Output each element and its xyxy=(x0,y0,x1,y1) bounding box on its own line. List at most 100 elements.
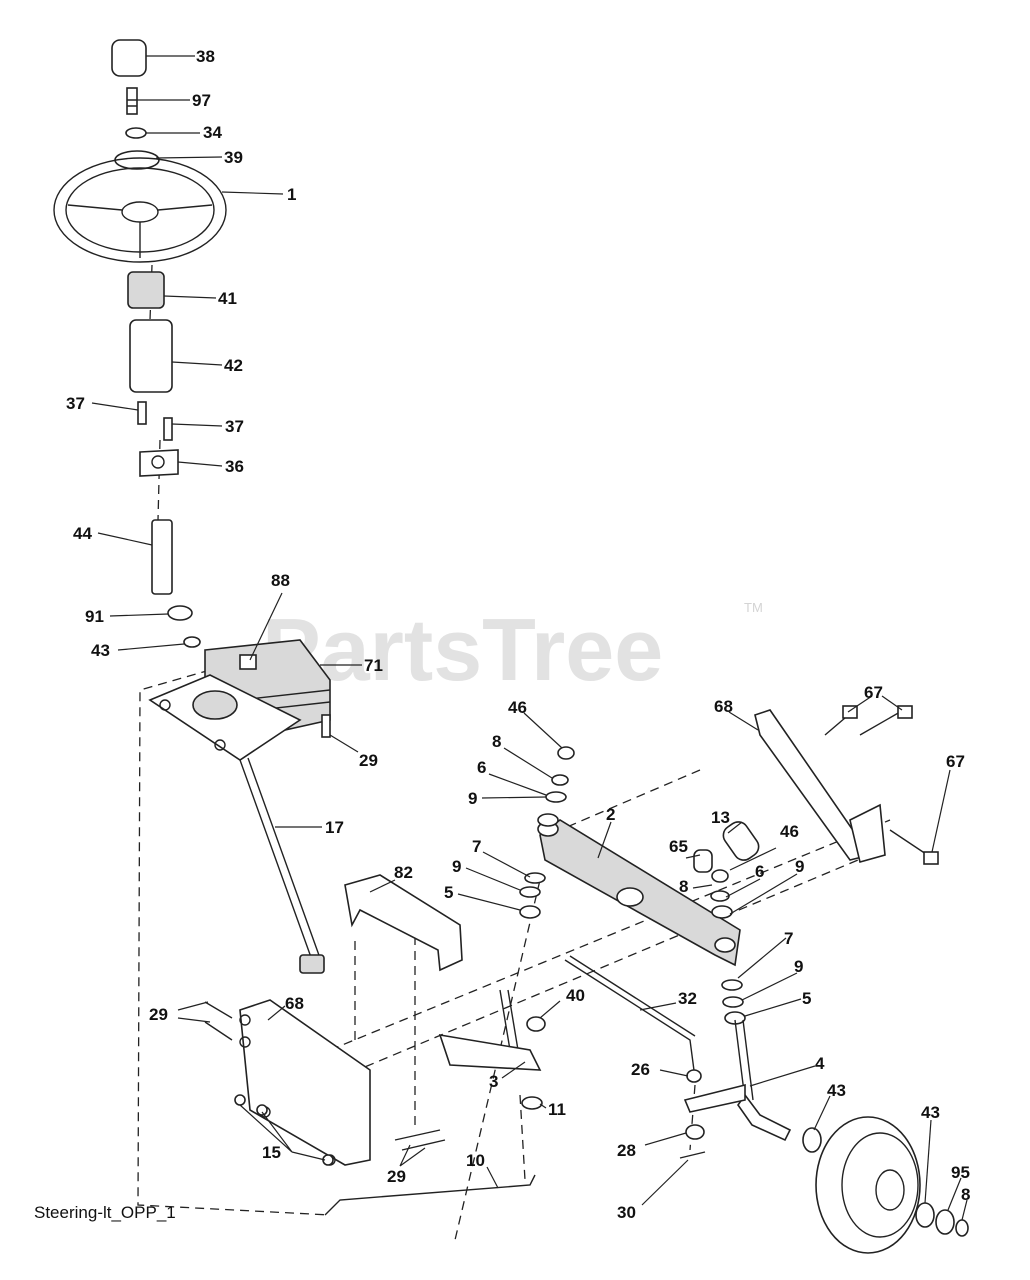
part-cap-39 xyxy=(114,150,160,170)
callout-68-left: 68 xyxy=(285,994,304,1013)
part-bolts-29-lower xyxy=(394,1129,446,1151)
callout-91: 91 xyxy=(85,607,104,626)
callout-39: 39 xyxy=(224,148,243,167)
part-washer-34 xyxy=(125,127,147,139)
dashed-frame-lines xyxy=(137,264,891,1241)
part-washer-43-outer xyxy=(915,1202,935,1228)
part-steering-wheel xyxy=(53,157,227,263)
part-spindle-stack-right xyxy=(710,869,746,1025)
callout-46-right: 46 xyxy=(780,822,799,841)
callout-68-right: 68 xyxy=(714,697,733,716)
callout-6-right: 6 xyxy=(755,862,764,881)
callout-43-upper: 43 xyxy=(91,641,110,660)
callout-labels: 38 97 34 39 1 41 42 37 37 36 44 88 91 43… xyxy=(66,47,970,1222)
callout-13: 13 xyxy=(711,808,730,827)
callout-6-left: 6 xyxy=(477,758,486,777)
part-washer-43-wheel xyxy=(802,1127,822,1153)
part-bolt-97 xyxy=(126,87,138,115)
callout-32: 32 xyxy=(678,989,697,1008)
part-bracket-82 xyxy=(344,874,463,972)
part-cotter-pin xyxy=(679,1151,706,1159)
callout-95: 95 xyxy=(951,1163,970,1182)
callout-41: 41 xyxy=(218,289,237,308)
part-tie-rod xyxy=(564,955,696,1079)
callout-97: 97 xyxy=(192,91,211,110)
callout-4: 4 xyxy=(815,1054,825,1073)
part-bolts-29-left xyxy=(204,1001,233,1041)
part-washer-28 xyxy=(685,1124,705,1140)
callout-36: 36 xyxy=(225,457,244,476)
callout-29-upper: 29 xyxy=(359,751,378,770)
callout-65: 65 xyxy=(669,837,688,856)
part-clip-91 xyxy=(167,605,193,621)
part-knob xyxy=(111,39,147,77)
callout-43-wheel: 43 xyxy=(827,1081,846,1100)
part-drag-rod xyxy=(324,1174,536,1216)
callout-42: 42 xyxy=(224,356,243,375)
diagram-caption: Steering-lt_OPP_1 xyxy=(34,1203,176,1222)
callout-5-left: 5 xyxy=(444,883,453,902)
callout-9-right-bottom: 9 xyxy=(794,957,803,976)
part-spindle-4 xyxy=(683,1019,792,1142)
part-bracket-68-right xyxy=(754,709,886,863)
part-front-axle xyxy=(537,819,741,967)
part-washer-43-upper xyxy=(183,636,201,648)
callout-44: 44 xyxy=(73,524,92,543)
part-drag-link xyxy=(239,757,325,974)
part-front-wheel xyxy=(815,1116,921,1254)
callout-8-left: 8 xyxy=(492,732,501,751)
part-bolts-15 xyxy=(234,1094,334,1166)
callout-3: 3 xyxy=(489,1072,498,1091)
callout-40: 40 xyxy=(566,986,585,1005)
part-gear-plate xyxy=(148,674,302,761)
callout-37-right: 37 xyxy=(225,417,244,436)
callout-29-lower: 29 xyxy=(387,1167,406,1186)
callout-71: 71 xyxy=(364,656,383,675)
part-flange-bearing xyxy=(139,449,179,477)
callout-28: 28 xyxy=(617,1141,636,1160)
part-bolts-67 xyxy=(824,705,939,865)
callout-8-right: 8 xyxy=(679,877,688,896)
callout-9-right-top: 9 xyxy=(795,857,804,876)
callout-leaders xyxy=(91,55,968,1221)
callout-46-left: 46 xyxy=(508,698,527,717)
callout-10: 10 xyxy=(466,1151,485,1170)
callout-8-wheel: 8 xyxy=(961,1185,970,1204)
watermark-trademark: TM xyxy=(744,600,763,615)
callout-9-left-top: 9 xyxy=(468,789,477,808)
callout-7-right: 7 xyxy=(784,929,793,948)
part-bracket-68-left xyxy=(239,999,371,1166)
callout-38: 38 xyxy=(196,47,215,66)
callout-9-left-bottom: 9 xyxy=(452,857,461,876)
part-bolt-29-upper xyxy=(321,714,331,738)
callout-37-left: 37 xyxy=(66,394,85,413)
callout-67-right: 67 xyxy=(946,752,965,771)
part-screw-37-left xyxy=(137,401,147,425)
part-adapter xyxy=(127,271,165,309)
callout-67-top: 67 xyxy=(864,683,883,702)
part-bushing-13 xyxy=(722,821,760,861)
callout-11: 11 xyxy=(548,1100,566,1119)
callout-29-left: 29 xyxy=(149,1005,168,1024)
part-nut-26 xyxy=(686,1069,702,1083)
callout-15: 15 xyxy=(262,1143,281,1162)
part-screw-37-right xyxy=(163,417,173,441)
part-washer-11 xyxy=(521,1096,543,1110)
callout-43-outer: 43 xyxy=(921,1103,940,1122)
callout-5-right: 5 xyxy=(802,989,811,1008)
part-washer-95 xyxy=(935,1209,955,1235)
callout-26: 26 xyxy=(631,1060,650,1079)
part-cap-8 xyxy=(955,1219,969,1237)
part-boot xyxy=(129,319,173,393)
part-spindle-stack-left xyxy=(519,746,575,919)
part-nut-40 xyxy=(526,1016,546,1032)
callout-7-left: 7 xyxy=(472,837,481,856)
part-steering-shaft xyxy=(151,519,173,595)
callout-17: 17 xyxy=(325,818,344,837)
callout-88: 88 xyxy=(271,571,290,590)
callout-2: 2 xyxy=(606,805,615,824)
part-spindle-3 xyxy=(438,989,542,1071)
callout-82: 82 xyxy=(394,863,413,882)
